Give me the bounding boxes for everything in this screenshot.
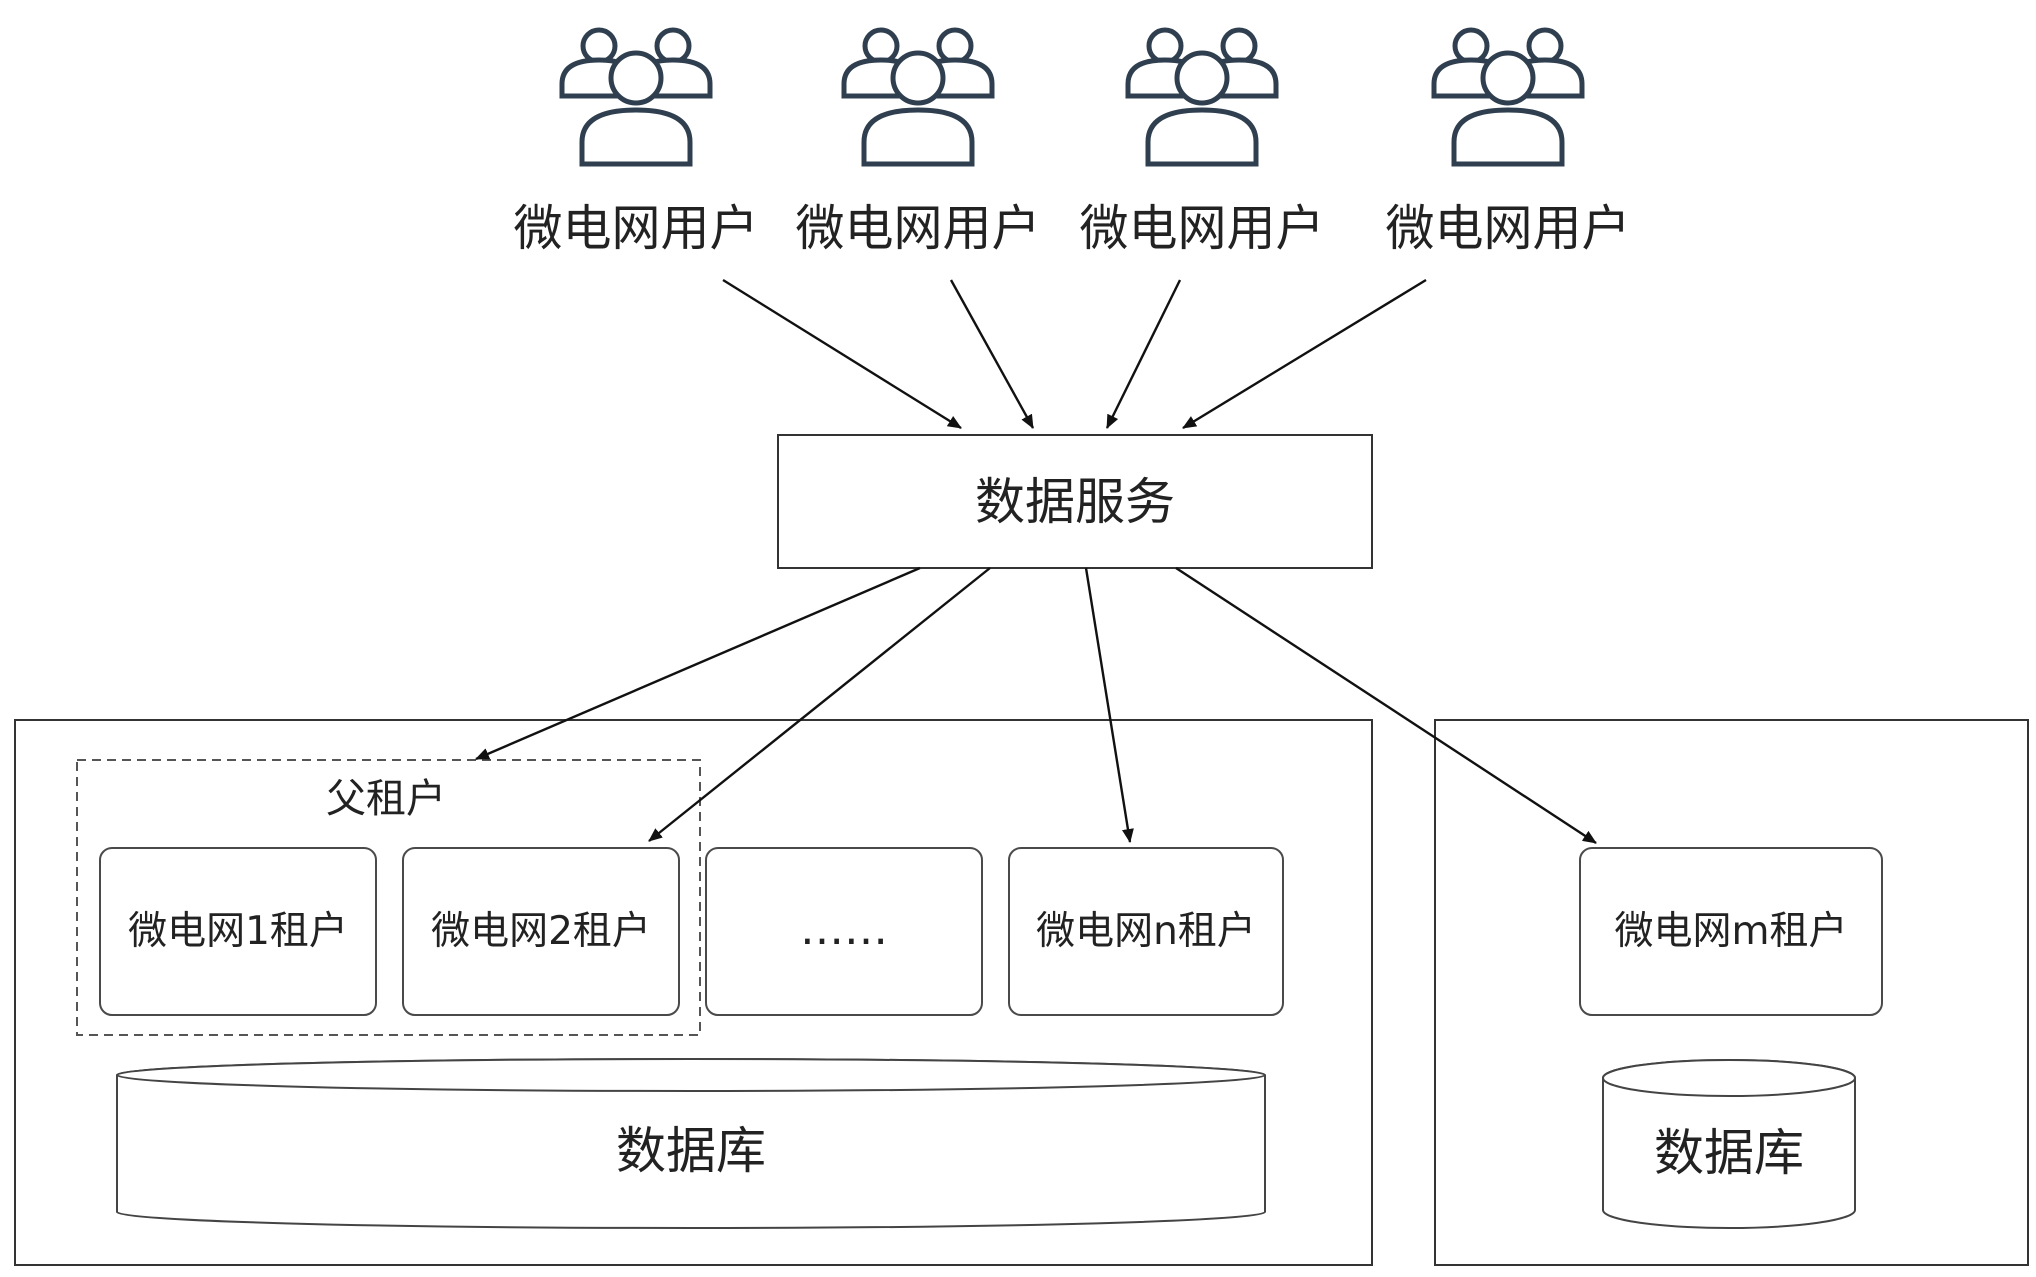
tenant-label: 微电网m租户 xyxy=(1615,909,1848,954)
parent-tenant-group: 父租户 xyxy=(76,759,701,1036)
shared-database-label: 数据库 xyxy=(616,1122,766,1180)
user-label: 微电网用户 xyxy=(795,200,1040,257)
user-label: 微电网用户 xyxy=(1079,200,1324,257)
user-to-service-arrow-3 xyxy=(1105,279,1182,429)
service-to-tenant-m-arrow xyxy=(1175,566,1597,845)
user-label: 微电网用户 xyxy=(513,200,758,257)
data-service-node: 数据服务 xyxy=(777,434,1373,569)
tenant-node-1: 微电网1租户 xyxy=(99,847,377,1016)
user-to-service-arrow-2 xyxy=(949,279,1035,429)
user-group-icon xyxy=(844,30,992,164)
tenant-label: 微电网n租户 xyxy=(1036,909,1256,954)
service-to-tenant-2-arrow xyxy=(648,567,991,842)
shared-database: 数据库 xyxy=(116,1058,1266,1229)
user-to-service-arrow-1 xyxy=(722,278,962,430)
tenant-node-ellipsis: …… xyxy=(705,847,983,1016)
tenant-label: 微电网2租户 xyxy=(431,909,651,954)
tenant-ellipsis-label: …… xyxy=(800,904,888,955)
user-label: 微电网用户 xyxy=(1385,200,1630,257)
user-to-service-arrow-4 xyxy=(1182,278,1427,430)
tenant-node-n: 微电网n租户 xyxy=(1008,847,1284,1016)
user-group-icon xyxy=(562,30,710,164)
isolated-database: 数据库 xyxy=(1602,1059,1856,1229)
tenant-node-2: 微电网2租户 xyxy=(402,847,680,1016)
tenant-label: 微电网1租户 xyxy=(128,909,348,954)
service-to-parent-tenant-arrow xyxy=(475,566,921,761)
user-group-4: 微电网用户 xyxy=(1385,30,1631,257)
user-group-3: 微电网用户 xyxy=(1079,30,1325,257)
user-group-2: 微电网用户 xyxy=(795,30,1041,257)
tenant-node-m: 微电网m租户 xyxy=(1579,847,1883,1016)
isolated-database-label: 数据库 xyxy=(1654,1124,1804,1182)
user-group-1: 微电网用户 xyxy=(513,30,759,257)
user-group-icon xyxy=(1434,30,1582,164)
service-to-tenant-n-arrow xyxy=(1084,567,1134,843)
user-group-icon xyxy=(1128,30,1276,164)
parent-tenant-label: 父租户 xyxy=(326,776,446,822)
data-service-label: 数据服务 xyxy=(975,473,1175,531)
